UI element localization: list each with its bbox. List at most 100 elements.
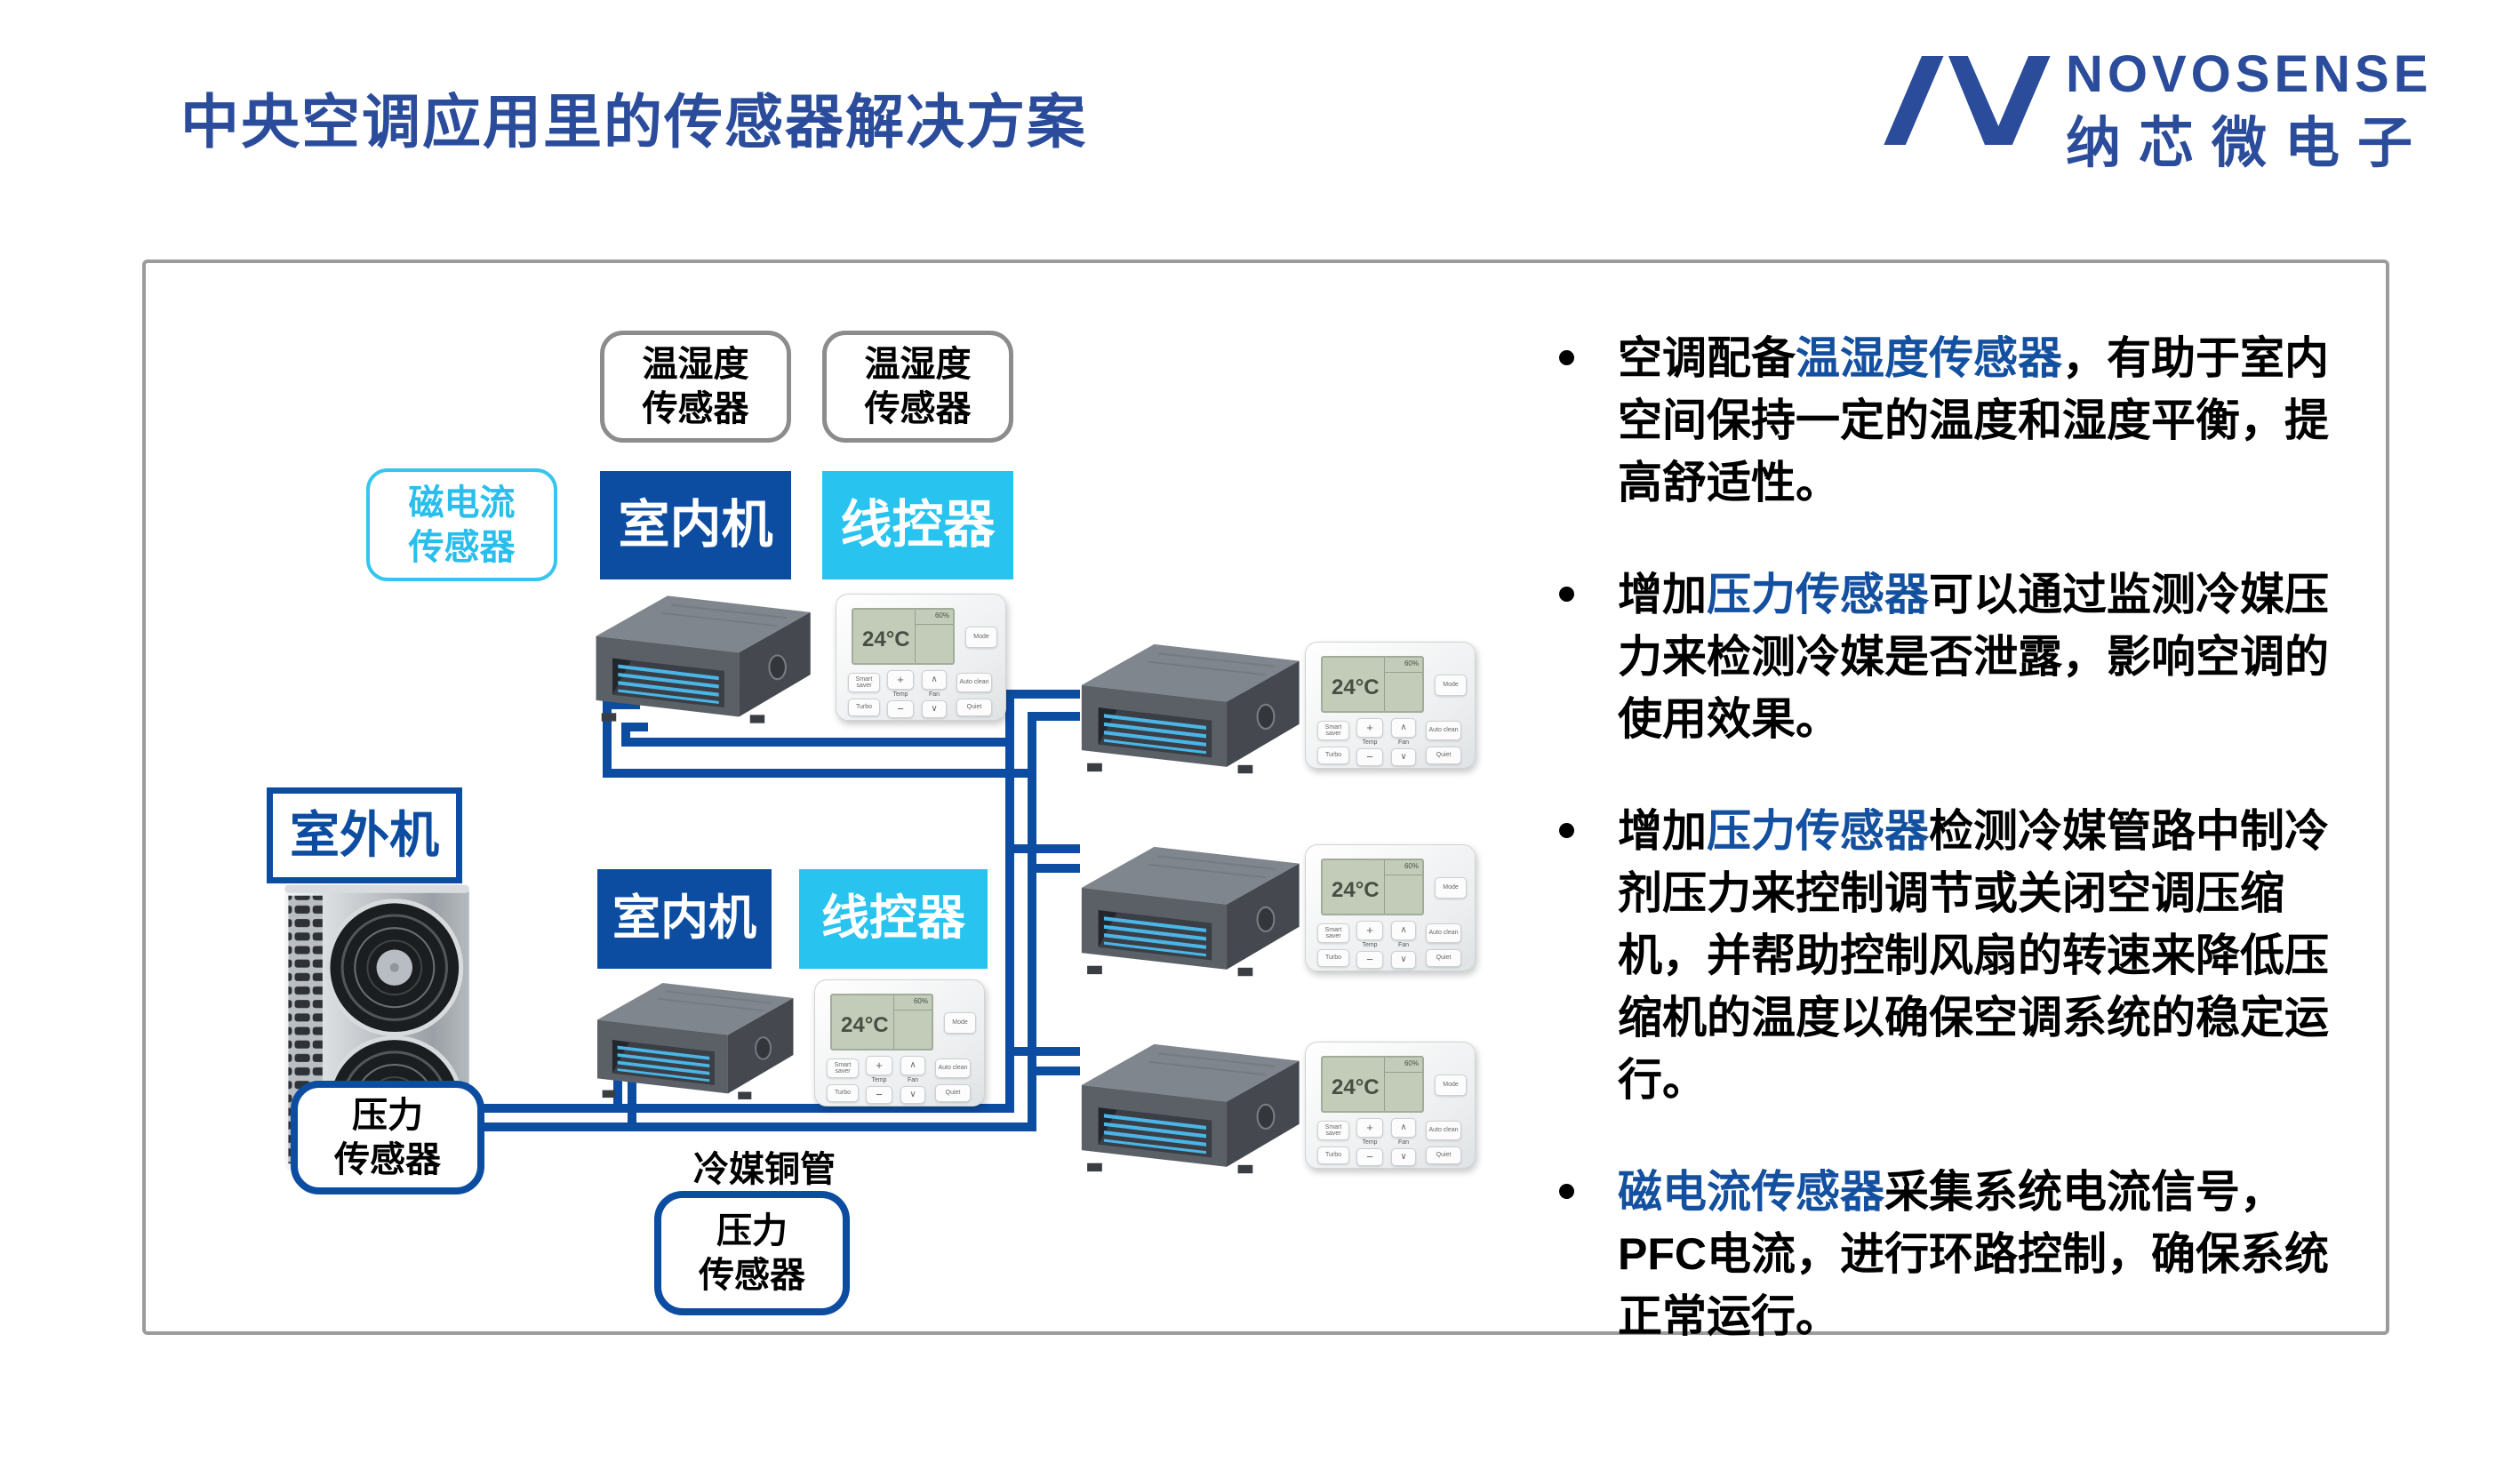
bullet-text: 可以通过监测冷媒压力来检测冷媒是否泄露，影响空调的使用效果。 (1618, 570, 2329, 744)
controller-humidity-reading: 60% (1404, 1059, 1419, 1067)
wall-controller-image-2: 24°C 60% Mode Smart saver Turbo + Temp −… (814, 979, 985, 1106)
turbo-button: Turbo (848, 699, 880, 716)
tag-indoor-unit-2: 室内机 (597, 869, 772, 969)
quiet-button: Quiet (1426, 1146, 1461, 1164)
tag-indoor-unit-1: 室内机 (600, 471, 791, 579)
controller-screen: 24°C 60% (830, 994, 933, 1051)
brand-name-cn: 纳芯微电子 (2066, 113, 2431, 174)
fan-up-button: ∧ (900, 1056, 925, 1075)
mode-button: Mode (1435, 675, 1467, 696)
smart-saver-button: Smart saver (848, 673, 880, 692)
controller-screen: 24°C 60% (852, 608, 955, 665)
wall-controller-image-right-1: 24°C 60% Mode Smart saver Turbo + Temp −… (1305, 642, 1476, 769)
controller-screen: 24°C 60% (1321, 1056, 1424, 1113)
indoor-unit-image-1 (580, 590, 818, 728)
indoor-unit-image-right-3 (1065, 1038, 1307, 1178)
quiet-button: Quiet (935, 1084, 971, 1102)
tag-temp-humidity-sensor-1: 温湿度 传感器 (600, 331, 791, 443)
tag-outdoor-unit: 室外机 (267, 787, 462, 883)
bullet-highlight-text: 温湿度传感器 (1796, 333, 2062, 383)
controller-humidity-reading: 60% (913, 997, 928, 1005)
smart-saver-button: Smart saver (1317, 1121, 1349, 1140)
temp-up-button: + (866, 1056, 892, 1075)
fan-up-button: ∧ (922, 670, 947, 690)
temp-up-button: + (1356, 718, 1383, 738)
tag-magnetic-current-sensor: 磁电流 传感器 (366, 468, 557, 581)
tag-wired-controller-1: 线控器 (822, 471, 1013, 579)
bullet-highlight-text: 压力传感器 (1707, 570, 1929, 619)
tag-pressure-sensor-2: 压力 传感器 (654, 1191, 850, 1315)
wall-controller: 24°C 60% Mode Smart saver Turbo + Temp −… (836, 594, 1006, 721)
controller-screen: 24°C 60% (1321, 859, 1424, 915)
mode-button: Mode (965, 627, 997, 648)
temp-down-button: − (1356, 951, 1383, 969)
auto-clean-button: Auto clean (956, 673, 992, 692)
wall-controller: 24°C 60% Mode Smart saver Turbo + Temp −… (814, 979, 985, 1106)
temp-down-button: − (866, 1086, 892, 1104)
temp-up-button: + (887, 670, 914, 690)
mode-button: Mode (1435, 1075, 1467, 1096)
bullet-text: 空调配备 (1618, 333, 1796, 383)
turbo-button: Turbo (1317, 1146, 1349, 1164)
fan-down-button: ∨ (1391, 748, 1416, 766)
bullet-highlight-text: 压力传感器 (1707, 806, 1929, 856)
controller-temp-reading: 24°C (841, 1013, 889, 1037)
label-refrigerant-pipe: 冷媒铜管 (693, 1150, 836, 1189)
quiet-button: Quiet (956, 699, 992, 716)
brand-logo: NOVOSENSE 纳芯微电子 (1877, 43, 2464, 174)
bullet-text: 检测冷媒管路中制冷剂压力来控制调节或关闭空调压缩机，并帮助控制风扇的转速来降低压… (1618, 806, 2329, 1105)
bullet-text: 采集系统电流信号，PFC电流，进行环路控制，确保系统正常运行。 (1618, 1167, 2329, 1341)
temp-down-button: − (1356, 1148, 1383, 1166)
novosense-logo-icon (1884, 56, 2051, 145)
temp-label: Temp (892, 691, 908, 698)
brand-name: NOVOSENSE (2066, 45, 2433, 103)
wall-controller: 24°C 60% Mode Smart saver Turbo + Temp −… (1305, 642, 1476, 769)
temp-label: Temp (871, 1077, 887, 1083)
wall-controller: 24°C 60% Mode Smart saver Turbo + Temp −… (1305, 844, 1476, 971)
tag-pressure-sensor-1: 压力 传感器 (291, 1081, 484, 1194)
fan-up-button: ∧ (1391, 718, 1416, 738)
temp-up-button: + (1356, 1118, 1383, 1138)
temp-label: Temp (1362, 942, 1378, 948)
temp-down-button: − (1356, 748, 1383, 766)
bullet-text: 增加 (1618, 570, 1707, 619)
bullet-text: 增加 (1618, 806, 1707, 856)
fan-label: Fan (907, 1077, 919, 1083)
smart-saver-button: Smart saver (1317, 721, 1349, 740)
quiet-button: Quiet (1426, 949, 1461, 967)
auto-clean-button: Auto clean (1426, 923, 1461, 943)
mode-button: Mode (1435, 877, 1467, 899)
bullet-item: 磁电流传感器采集系统电流信号，PFC电流，进行环路控制，确保系统正常运行。 (1554, 1161, 2364, 1347)
bullet-highlight-text: 磁电流传感器 (1618, 1167, 1884, 1217)
controller-temp-reading: 24°C (1332, 878, 1380, 902)
turbo-button: Turbo (1317, 747, 1349, 764)
diagram-frame (142, 260, 2389, 1335)
smart-saver-button: Smart saver (1317, 923, 1349, 943)
temp-label: Temp (1362, 739, 1378, 746)
bullet-item: 空调配备温湿度传感器，有助于室内空间保持一定的温度和湿度平衡，提高舒适性。 (1554, 327, 2364, 514)
indoor-unit-image-2 (582, 978, 800, 1104)
tag-temp-humidity-sensor-2: 温湿度 传感器 (822, 331, 1013, 443)
bullet-item: 增加压力传感器检测冷媒管路中制冷剂压力来控制调节或关闭空调压缩机，并帮助控制风扇… (1554, 800, 2364, 1111)
page-title: 中央空调应用里的传感器解决方案 (180, 89, 1087, 155)
auto-clean-button: Auto clean (1426, 721, 1461, 740)
bullet-list: 空调配备温湿度传感器，有助于室内空间保持一定的温度和湿度平衡，提高舒适性。增加压… (1554, 327, 2364, 1397)
smart-saver-button: Smart saver (827, 1059, 859, 1078)
fan-down-button: ∨ (900, 1086, 925, 1104)
controller-temp-reading: 24°C (1332, 1075, 1380, 1099)
temp-down-button: − (887, 700, 914, 718)
controller-humidity-reading: 60% (1404, 659, 1419, 667)
fan-up-button: ∧ (1391, 921, 1416, 940)
wall-controller-image-1: 24°C 60% Mode Smart saver Turbo + Temp −… (836, 594, 1006, 721)
controller-humidity-reading: 60% (934, 611, 949, 619)
fan-down-button: ∨ (1391, 1148, 1416, 1166)
quiet-button: Quiet (1426, 747, 1461, 764)
tag-wired-controller-2: 线控器 (799, 869, 988, 969)
fan-label: Fan (1397, 942, 1410, 948)
wall-controller: 24°C 60% Mode Smart saver Turbo + Temp −… (1305, 1042, 1476, 1169)
fan-label: Fan (1397, 739, 1410, 746)
indoor-unit-image-right-1 (1065, 638, 1307, 779)
controller-temp-reading: 24°C (1332, 675, 1380, 699)
temp-label: Temp (1362, 1139, 1378, 1146)
